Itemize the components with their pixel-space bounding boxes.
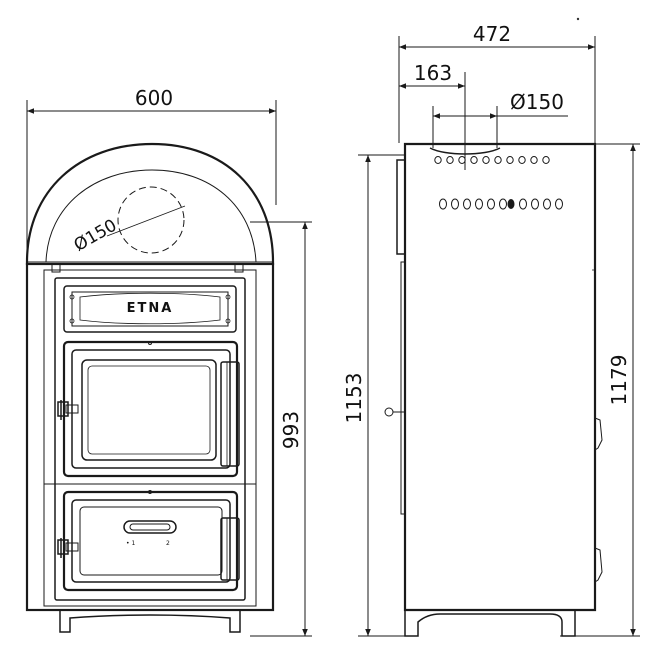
fire-door xyxy=(57,340,240,478)
brand-plate: ETNA xyxy=(63,285,237,333)
ash-door-handle xyxy=(57,538,79,558)
fire-door-glass xyxy=(81,359,217,461)
front-arch-outer xyxy=(25,142,275,265)
brand-label: ETNA xyxy=(127,301,174,316)
front-width-label: 600 xyxy=(135,86,173,110)
side-rear-handle-bottom xyxy=(594,547,603,583)
side-view: 472 163 Ø150 1153 1179 xyxy=(342,22,640,637)
side-knob xyxy=(384,407,394,417)
side-height-right-dimension: 1179 xyxy=(560,143,640,637)
front-legs xyxy=(59,610,241,633)
side-flue-diameter-label: Ø150 xyxy=(510,90,564,114)
front-height-label: 993 xyxy=(279,411,303,449)
side-rear-handle-top xyxy=(594,417,603,451)
side-vent-row-middle xyxy=(439,198,563,210)
side-height-right-label: 1179 xyxy=(607,355,631,406)
side-flue-collar xyxy=(429,147,501,155)
side-flue-offset-label: 163 xyxy=(414,61,452,85)
side-legs xyxy=(404,610,576,637)
air-mark-1: • 1 xyxy=(126,540,135,547)
side-depth-label: 472 xyxy=(473,22,511,46)
side-flue-offset-dimension: 163 xyxy=(399,61,466,170)
side-flue-diameter-dimension: Ø150 xyxy=(432,90,568,148)
side-body-outline xyxy=(403,142,597,612)
speck xyxy=(576,17,580,21)
front-body-inner xyxy=(43,269,257,607)
side-depth-dimension: 472 xyxy=(398,22,596,143)
fire-door-handle xyxy=(57,400,79,440)
fire-door-hinge xyxy=(220,361,240,467)
ash-door-hinge xyxy=(220,517,240,581)
front-height-dimension: 993 xyxy=(250,221,312,637)
ash-door: • 1 2 xyxy=(57,490,240,592)
front-door-frame xyxy=(54,277,246,601)
front-arch-inner xyxy=(45,169,257,263)
side-front-bracket xyxy=(396,159,406,255)
front-width-dimension: 600 xyxy=(26,86,277,255)
side-height-left-dimension: 1153 xyxy=(342,154,405,637)
front-flue-label: Ø150 xyxy=(71,216,121,256)
air-mark-2: 2 xyxy=(166,540,170,547)
front-view: 600 993 Ø150 xyxy=(25,86,312,637)
side-vent-row-top xyxy=(434,156,550,164)
front-flue-circle: Ø150 xyxy=(71,186,186,256)
side-height-left-label: 1153 xyxy=(342,373,366,424)
air-regulator-slot xyxy=(123,520,177,534)
